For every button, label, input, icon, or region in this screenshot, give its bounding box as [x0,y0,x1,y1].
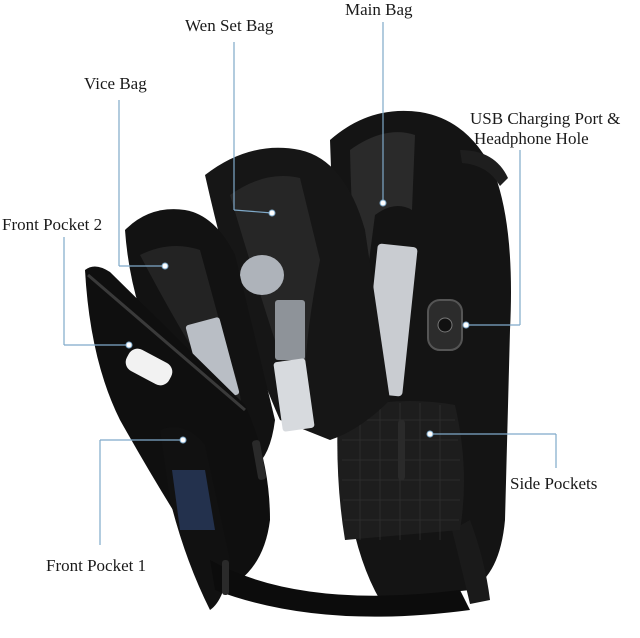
label-usb-line-1: USB Charging Port & [470,109,621,128]
zipper-pull [222,560,229,595]
headphones [240,255,284,295]
reflective-strip [172,470,215,530]
zipper-pull [398,420,405,480]
zipper-pull [252,440,266,480]
tablet [273,358,315,432]
callout-lines [63,22,557,545]
shoulder-strap [452,520,490,604]
power-bank [125,348,173,386]
bag-base [210,560,470,617]
label-usb-charging-port: USB Charging Port & Headphone Hole [470,109,620,149]
label-front-pocket-2: Front Pocket 2 [2,215,103,234]
label-usb-line-2: Headphone Hole [474,129,589,148]
notebook [275,300,305,360]
vice-tablet [185,317,240,403]
label-side-pockets: Side Pockets [510,474,598,493]
front-pocket-2-edge [87,273,246,412]
label-vice-bag: Vice Bag [84,74,147,93]
label-wen-set-bag: Wen Set Bag [185,16,274,35]
top-handle [460,150,508,186]
label-main-bag: Main Bag [345,0,413,19]
label-front-pocket-1: Front Pocket 1 [46,556,147,575]
